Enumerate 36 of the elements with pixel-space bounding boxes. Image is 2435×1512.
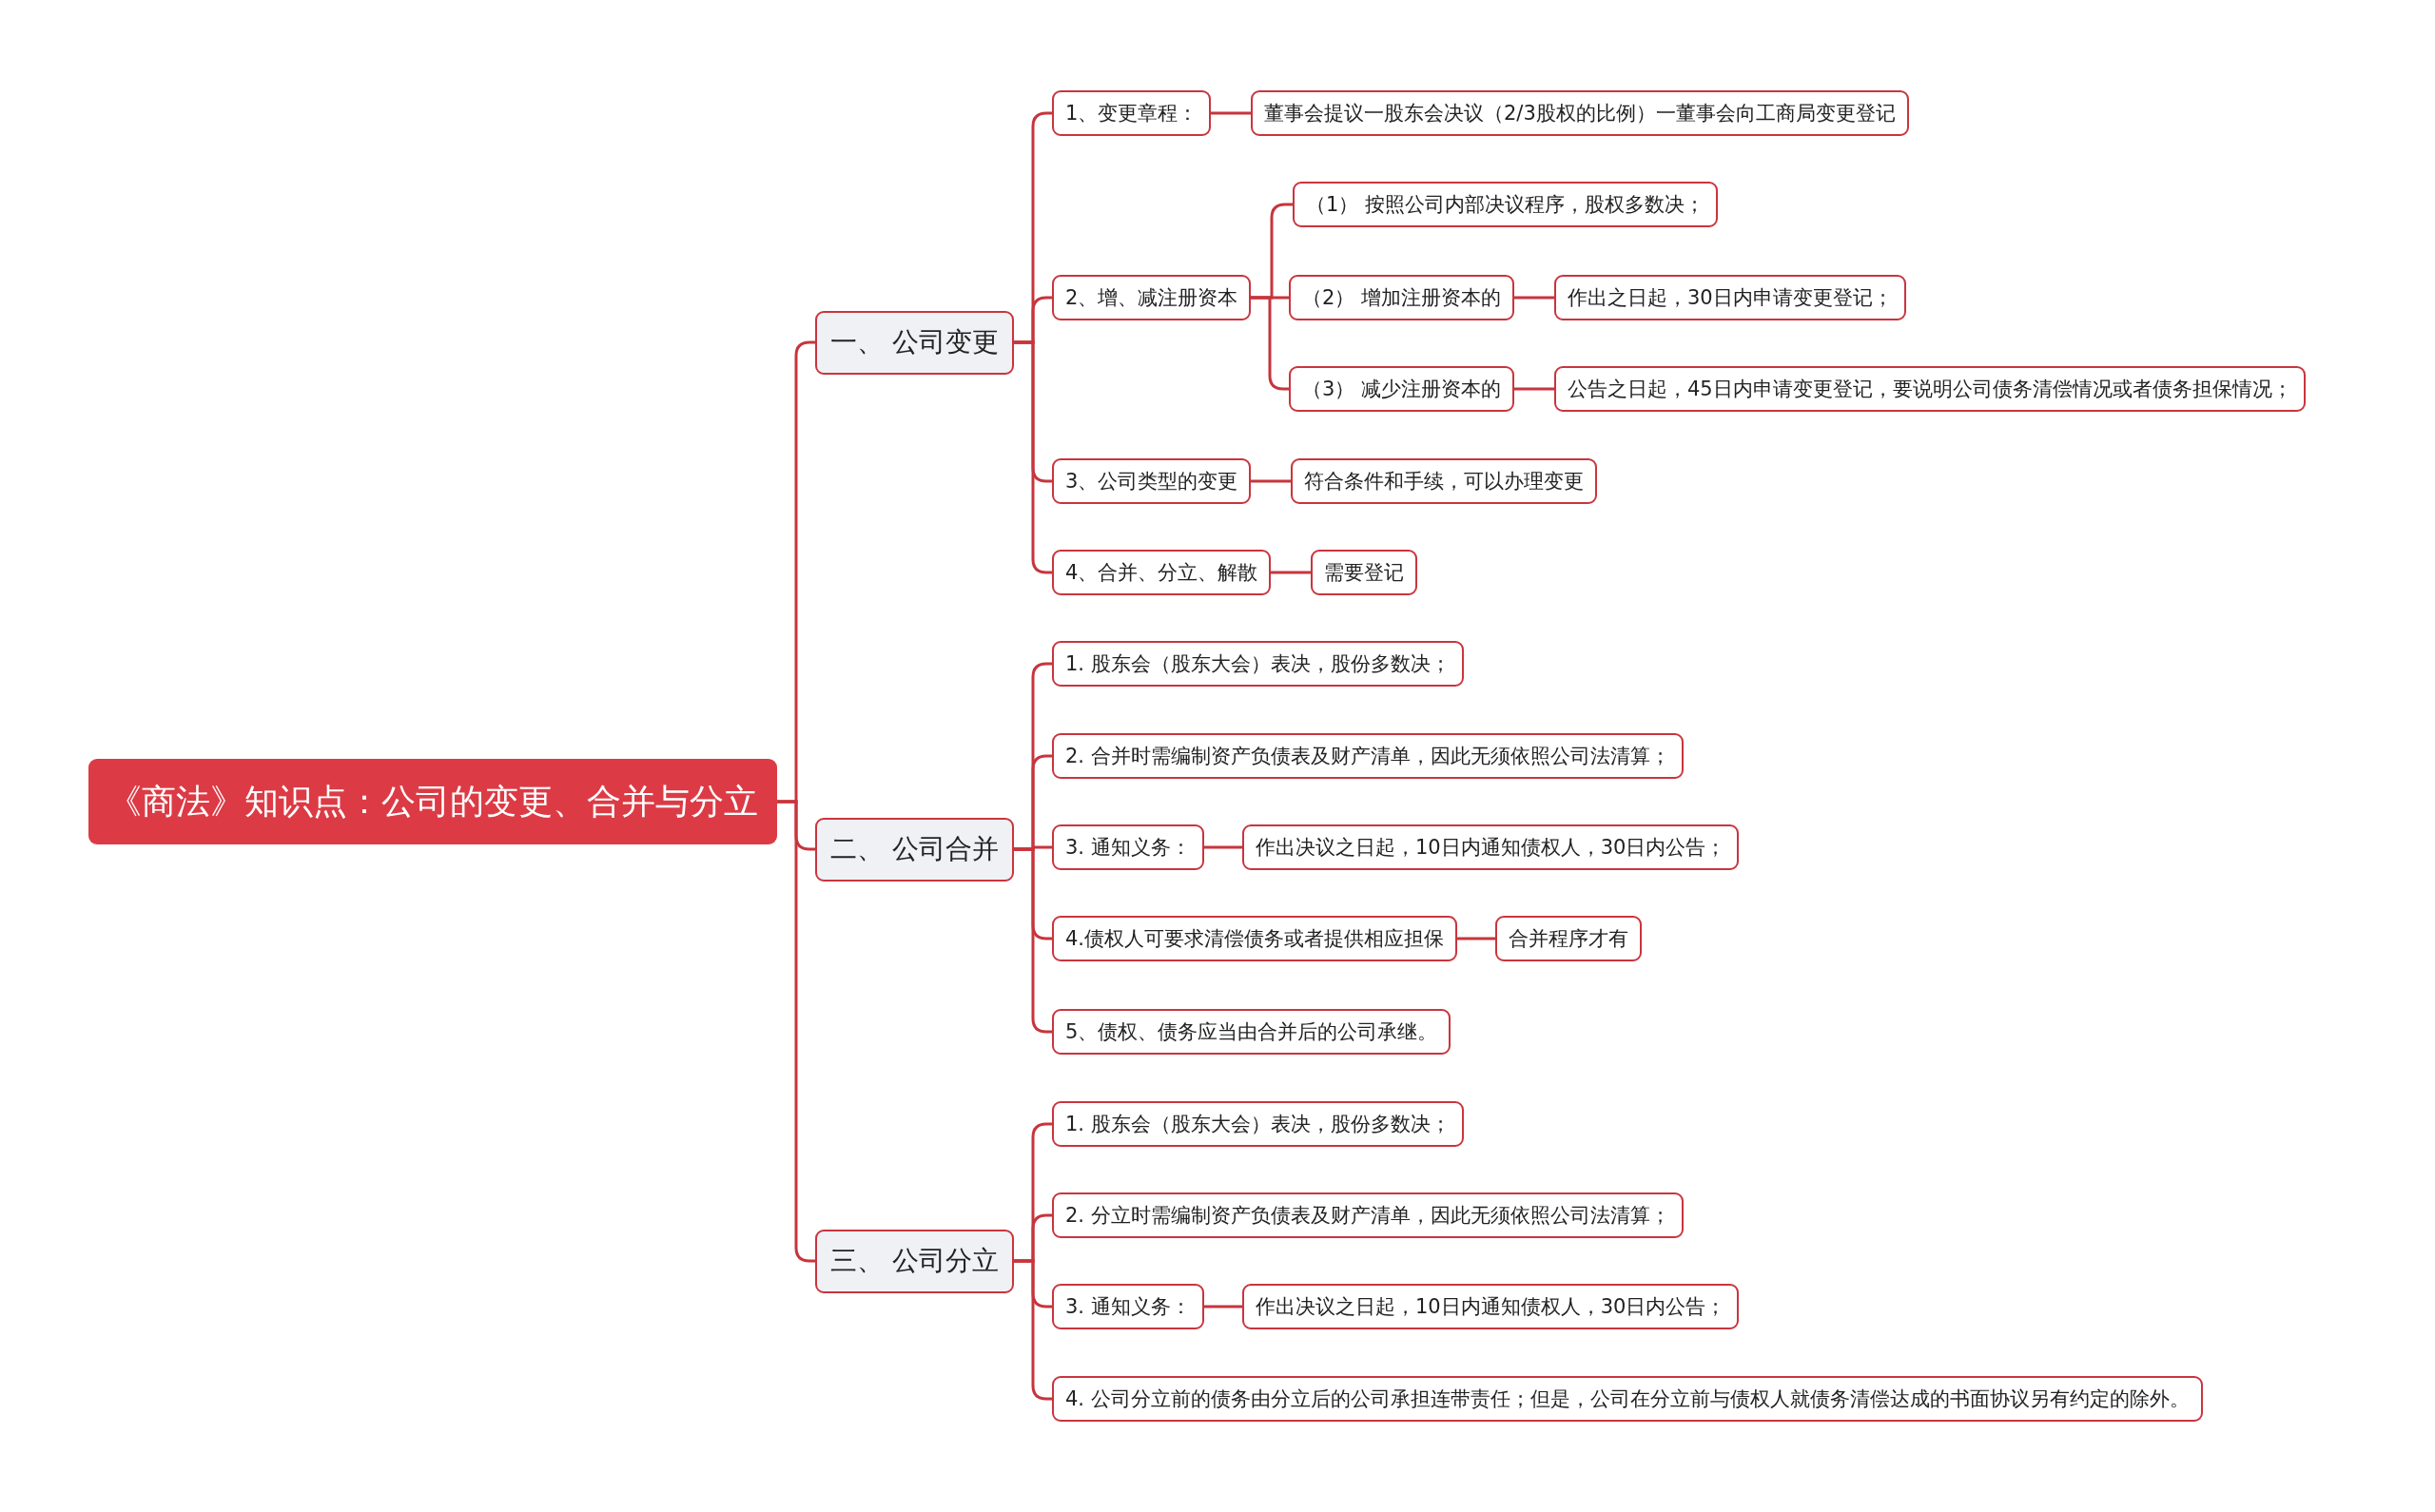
subtopic-box: 1. 股东会（股东大会）表决，股份多数决； [1052,641,1464,687]
subtopic-box: （2） 增加注册资本的 [1289,275,1515,320]
subtopic-box: 1、变更章程： [1052,90,1212,136]
subtopic-box: 4. 公司分立前的债务由分立后的公司承担连带责任；但是，公司在分立前与债权人就债务清偿达成的书面协议另有约定的除外。 [1052,1376,2203,1422]
subtopic-box: 3. 通知义务： [1052,824,1204,870]
connector-line [1514,296,1554,300]
connector-line [1271,571,1311,574]
connector-line [1204,845,1242,849]
root-topic-box: 《商法》知识点：公司的变更、合并与分立 [88,759,777,844]
subtopic-box: 作出之日起，30日内申请变更登记； [1554,275,1906,320]
connector-line [1251,479,1291,483]
connector-line [1457,937,1495,940]
subtopic-box: 公告之日起，45日内申请变更登记，要说明公司债务清偿情况或者债务担保情况； [1554,366,2306,412]
subtopic-box: 需要登记 [1311,550,1417,595]
subtopic-box: 符合条件和手续，可以办理变更 [1291,458,1597,504]
subtopic-box: 2. 合并时需编制资产负债表及财产清单，因此无须依照公司法清算； [1052,733,1684,779]
subtopic-box: （1） 按照公司内部决议程序，股权多数决； [1293,182,1719,227]
subtopic-box: 合并程序才有 [1495,916,1642,961]
branch-topic-box: 三、 公司分立 [815,1229,1014,1293]
subtopic-box: 2. 分立时需编制资产负债表及财产清单，因此无须依照公司法清算； [1052,1192,1684,1238]
connector-line [1514,387,1554,391]
subtopic-box: 4、合并、分立、解散 [1052,550,1272,595]
branch-topic-box: 一、 公司变更 [815,310,1014,375]
subtopic-box: 董事会提议一股东会决议（2/3股权的比例）一董事会向工商局变更登记 [1251,90,1909,136]
subtopic-box: 2、增、减注册资本 [1052,275,1252,320]
subtopic-box: 1. 股东会（股东大会）表决，股份多数决； [1052,1101,1464,1147]
subtopic-box: 作出决议之日起，10日内通知债权人，30日内公告； [1242,1284,1740,1329]
subtopic-box: 3. 通知义务： [1052,1284,1204,1329]
connector-line [1211,111,1251,115]
subtopic-box: 3、公司类型的变更 [1052,458,1252,504]
subtopic-box: 作出决议之日起，10日内通知债权人，30日内公告； [1242,824,1740,870]
branch-topic-box: 二、 公司合并 [815,817,1014,882]
subtopic-box: （3） 减少注册资本的 [1289,366,1515,412]
subtopic-box: 4.债权人可要求清偿债务或者提供相应担保 [1052,916,1458,961]
subtopic-box: 5、债权、债务应当由合并后的公司承继。 [1052,1009,1451,1055]
connector-line [1204,1305,1242,1308]
